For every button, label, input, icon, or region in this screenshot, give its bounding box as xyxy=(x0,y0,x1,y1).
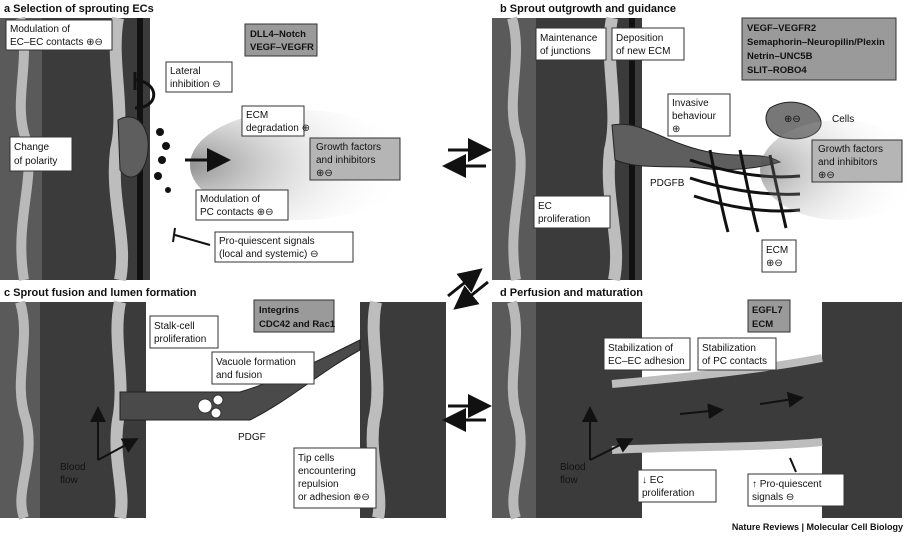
label-invasive-1: Invasive xyxy=(672,98,709,109)
panel-d-signal-1: EGFL7 xyxy=(752,305,783,316)
journal-credit: Nature Reviews | Molecular Cell Biology xyxy=(732,522,903,532)
label-stalk-1: Stalk-cell xyxy=(154,321,195,332)
label-tip-1: Tip cells xyxy=(298,453,334,464)
panel-b-signal-1: VEGF–VEGFR2 xyxy=(747,23,816,34)
panel-c: c Sprout fusion and lumen formation Inte… xyxy=(0,287,446,518)
panel-b-title: b Sprout outgrowth and guidance xyxy=(500,3,676,15)
panel-d-title: d Perfusion and maturation xyxy=(500,287,643,299)
label-quiescent-a-2: (local and systemic) ⊖ xyxy=(219,249,319,260)
label-cells-sign: ⊕⊖ xyxy=(784,114,801,125)
label-pc-contacts-2: PC contacts ⊕⊖ xyxy=(200,207,273,218)
label-flow-d-2: flow xyxy=(560,475,579,486)
label-invasive-3: ⊕ xyxy=(672,124,680,135)
panel-b-signal-4: SLIT–ROBO4 xyxy=(747,65,807,76)
label-deposition-1: Deposition xyxy=(616,33,663,44)
panel-b: b Sprout outgrowth and guidance VEGF–VEG… xyxy=(492,3,907,280)
label-deposition-2: of new ECM xyxy=(616,46,670,57)
label-tip-4: or adhesion ⊕⊖ xyxy=(298,492,370,503)
label-ecm-b-1: ECM xyxy=(766,245,788,256)
label-ec-contacts-2: EC–EC contacts ⊕⊖ xyxy=(10,37,103,48)
label-vacuole-2: and fusion xyxy=(216,370,262,381)
label-junctions-2: of junctions xyxy=(540,46,591,57)
label-ecm-2: degradation ⊕ xyxy=(246,123,310,134)
label-prolif-d-2: proliferation xyxy=(642,488,694,499)
label-growth-a-3: ⊕⊖ xyxy=(316,168,333,179)
label-stalk-2: proliferation xyxy=(154,334,206,345)
label-pdgfb: PDGFB xyxy=(650,178,685,189)
panel-b-signal-2: Semaphorin–Neuropilin/Plexin xyxy=(747,37,885,48)
label-quiescent-d-2: signals ⊖ xyxy=(752,492,794,503)
label-growth-a-1: Growth factors xyxy=(316,142,381,153)
panel-c-title: c Sprout fusion and lumen formation xyxy=(4,287,197,299)
panel-c-signal-2: CDC42 and Rac1 xyxy=(259,319,336,330)
label-growth-b-2: and inhibitors xyxy=(818,157,877,168)
label-ec-adhesion-1: Stabilization of xyxy=(608,343,673,354)
label-ecm-b-2: ⊕⊖ xyxy=(766,258,783,269)
tip-cell xyxy=(118,117,148,177)
label-vacuole-1: Vacuole formation xyxy=(216,357,296,368)
label-quiescent-d-1: ↑ Pro-quiescent xyxy=(752,479,822,490)
label-flow-c-1: Blood xyxy=(60,462,86,473)
panel-a: a Selection of sprouting ECs DLL4–Notch … xyxy=(0,0,446,280)
label-invasive-2: behaviour xyxy=(672,111,717,122)
label-pc-stab-1: Stabilization xyxy=(702,343,756,354)
label-cells: Cells xyxy=(832,114,854,125)
label-flow-d-1: Blood xyxy=(560,462,586,473)
panel-d-signal-2: ECM xyxy=(752,319,773,330)
label-lateral-2: inhibition ⊖ xyxy=(170,79,221,90)
label-ecm-1: ECM xyxy=(246,110,268,121)
label-flow-c-2: flow xyxy=(60,475,79,486)
label-pdgf: PDGF xyxy=(238,432,266,443)
label-growth-b-1: Growth factors xyxy=(818,144,883,155)
panel-a-signal-1: DLL4–Notch xyxy=(250,29,306,40)
label-lateral-1: Lateral xyxy=(170,66,201,77)
label-quiescent-a-1: Pro-quiescent signals xyxy=(219,236,315,247)
label-tip-2: encountering xyxy=(298,466,356,477)
label-prolif-b-1: EC xyxy=(538,201,552,212)
panel-d: d Perfusion and maturation EGFL7 ECM Sta… xyxy=(492,287,902,518)
label-polarity-1: Change xyxy=(14,142,49,153)
label-ec-adhesion-2: EC–EC adhesion xyxy=(608,356,685,367)
label-growth-b-3: ⊕⊖ xyxy=(818,170,835,181)
equilibrium-arrows xyxy=(448,150,488,420)
label-ec-contacts-1: Modulation of xyxy=(10,24,70,35)
panel-b-signal-3: Netrin–UNC5B xyxy=(747,51,813,62)
label-polarity-2: of polarity xyxy=(14,156,57,167)
panel-a-title: a Selection of sprouting ECs xyxy=(4,3,154,15)
label-junctions-1: Maintenance xyxy=(540,33,598,44)
label-tip-3: repulsion xyxy=(298,479,339,490)
label-prolif-b-2: proliferation xyxy=(538,214,590,225)
label-growth-a-2: and inhibitors xyxy=(316,155,375,166)
panel-a-signal-2: VEGF–VEGFR xyxy=(250,42,314,53)
label-pc-stab-2: of PC contacts xyxy=(702,356,767,367)
label-pc-contacts-1: Modulation of xyxy=(200,194,260,205)
label-prolif-d-1: ↓ EC xyxy=(642,475,664,486)
panel-c-signal-1: Integrins xyxy=(259,305,299,316)
